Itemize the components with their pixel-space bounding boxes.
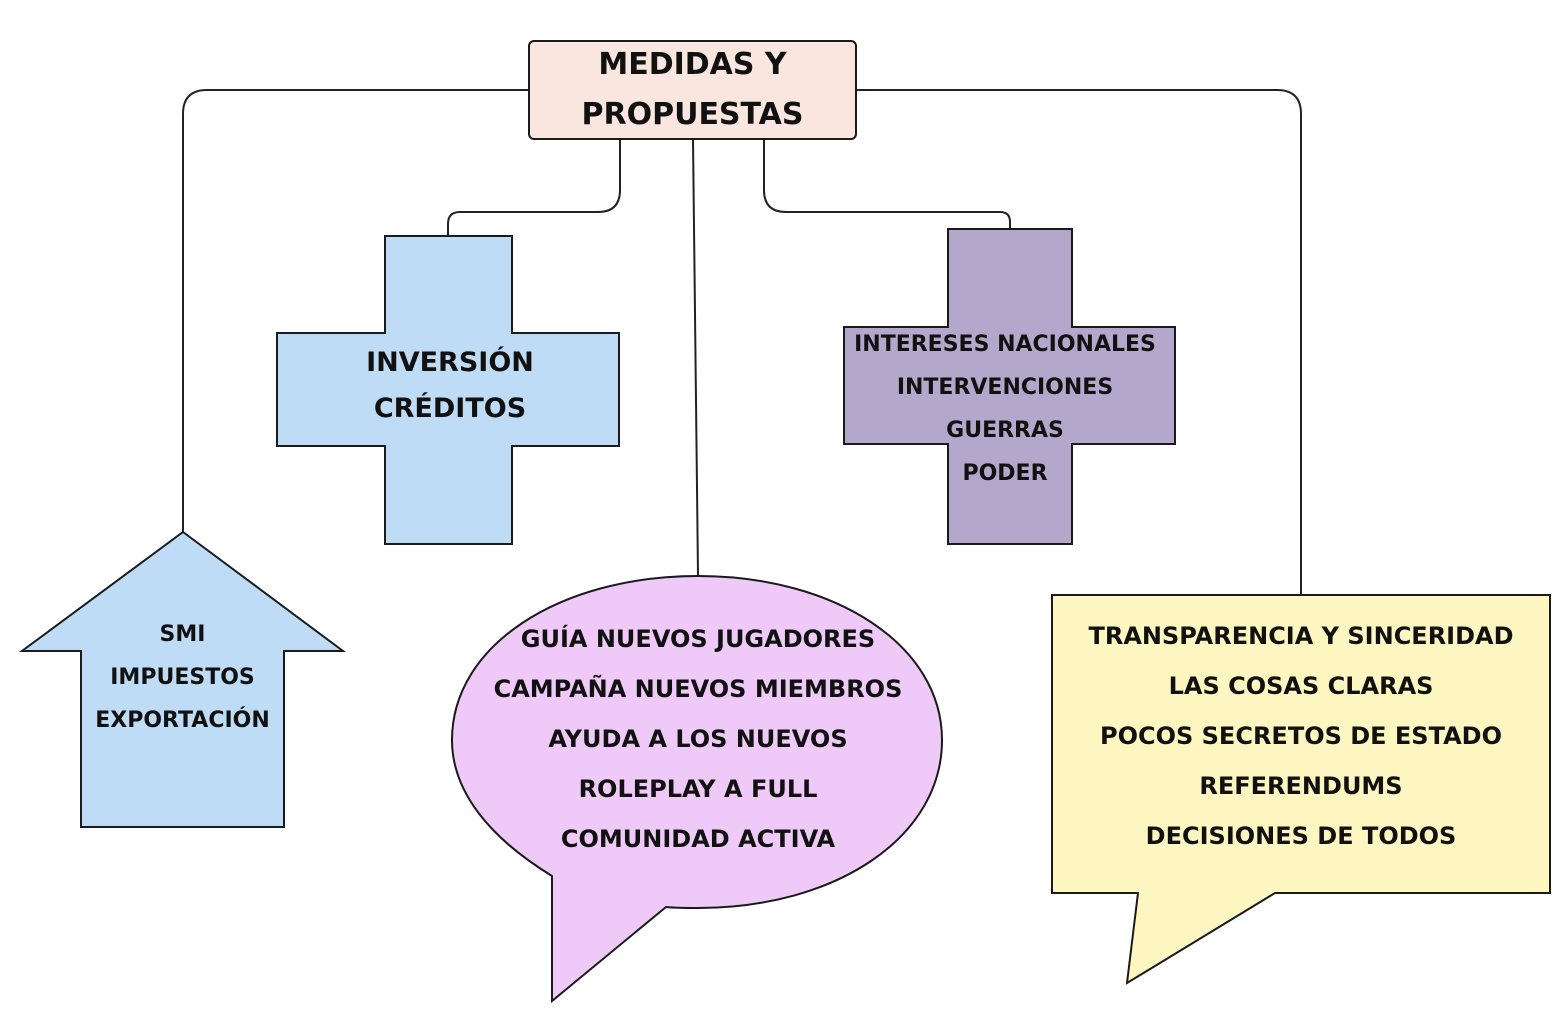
governance-label: TRANSPARENCIA Y SINCERIDAD LAS COSAS CLA…: [1055, 611, 1547, 861]
economy-line: SMI: [159, 621, 206, 647]
connector-economy: [182, 89, 529, 532]
root-label: MEDIDAS Y PROPUESTAS: [529, 41, 856, 139]
governance-line: TRANSPARENCIA Y SINCERIDAD: [1088, 622, 1514, 650]
foreign-line: INTERESES NACIONALES: [854, 332, 1156, 357]
governance-line: DECISIONES DE TODOS: [1145, 822, 1457, 850]
connectors: [182, 89, 1302, 595]
economy-label: SMI IMPUESTOS EXPORTACIÓN: [81, 612, 284, 742]
community-label: GUÍA NUEVOS JUGADORES CAMPAÑA NUEVOS MIE…: [460, 613, 936, 865]
finance-cross-shape: [276, 235, 620, 545]
foreign-cross-shape: [843, 228, 1176, 545]
economy-arrow-shape: [18, 530, 347, 828]
community-line: ROLEPLAY A FULL: [578, 775, 818, 803]
root-line: PROPUESTAS: [581, 97, 804, 132]
economy-line: EXPORTACIÓN: [95, 707, 270, 733]
community-line: COMUNIDAD ACTIVA: [560, 825, 836, 853]
finance-label: INVERSIÓN CRÉDITOS: [300, 336, 600, 436]
community-line: AYUDA A LOS NUEVOS: [548, 725, 848, 753]
foreign-line: PODER: [962, 461, 1048, 486]
foreign-line: INTERVENCIONES: [896, 375, 1114, 400]
connector-finance: [447, 139, 621, 236]
foreign-label: INTERESES NACIONALES INTERVENCIONES GUER…: [835, 323, 1175, 495]
connector-community: [692, 138, 699, 576]
root-box: [528, 40, 857, 140]
root-line: MEDIDAS Y: [598, 47, 787, 82]
finance-line: INVERSIÓN: [366, 347, 534, 378]
connector-governance: [856, 89, 1302, 595]
governance-line: POCOS SECRETOS DE ESTADO: [1100, 722, 1502, 750]
finance-line: CRÉDITOS: [373, 393, 527, 424]
connector-foreign: [763, 139, 1011, 229]
foreign-line: GUERRAS: [946, 418, 1064, 443]
community-line: GUÍA NUEVOS JUGADORES: [520, 625, 876, 653]
economy-line: IMPUESTOS: [110, 664, 255, 690]
governance-callout: [1051, 594, 1551, 985]
community-speech-bubble: [450, 574, 944, 1004]
community-line: CAMPAÑA NUEVOS MIEMBROS: [493, 675, 903, 703]
governance-line: REFERENDUMS: [1199, 772, 1403, 800]
governance-line: LAS COSAS CLARAS: [1168, 672, 1434, 700]
